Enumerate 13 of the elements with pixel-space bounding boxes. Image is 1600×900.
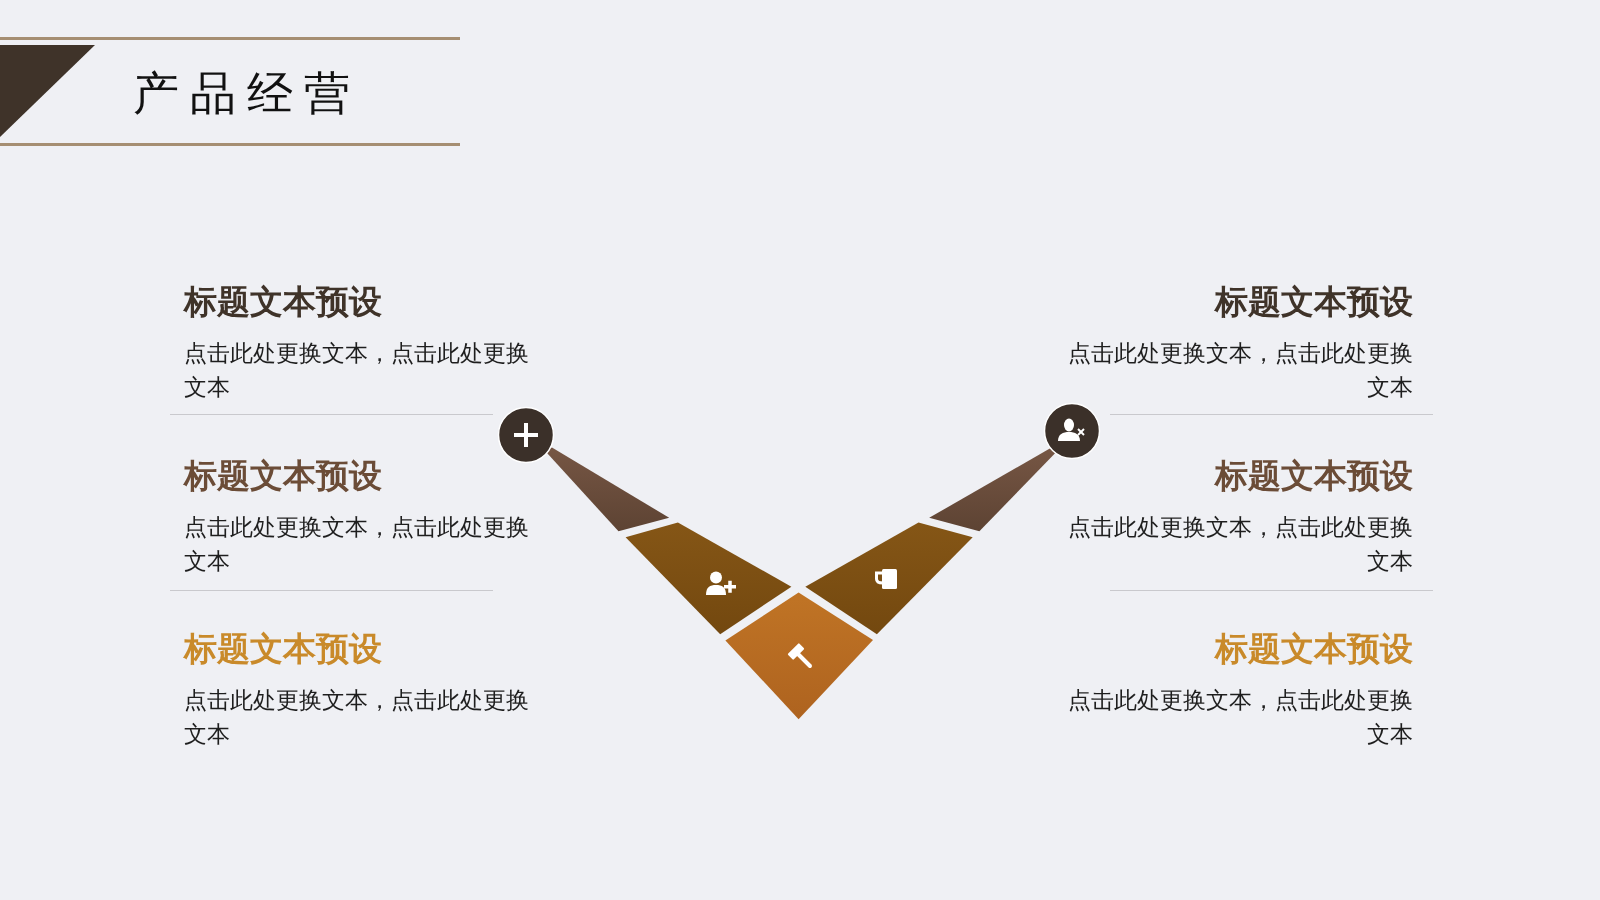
body-text: 点击此处更换文本，点击此处更换文本 <box>1067 339 1413 402</box>
body-text: 点击此处更换文本，点击此处更换文本 <box>184 339 530 402</box>
body-text: 点击此处更换文本，点击此处更换文本 <box>184 686 530 749</box>
heading: 标题文本预设 <box>184 282 382 322</box>
heading: 标题文本预设 <box>1215 456 1413 496</box>
heading: 标题文本预设 <box>184 629 382 669</box>
heading: 标题文本预设 <box>1215 282 1413 322</box>
body-text: 点击此处更换文本，点击此处更换文本 <box>1067 513 1413 576</box>
body-text: 点击此处更换文本，点击此处更换文本 <box>1067 686 1413 749</box>
heading: 标题文本预设 <box>1215 629 1413 669</box>
body-text: 点击此处更换文本，点击此处更换文本 <box>184 513 530 576</box>
heading: 标题文本预设 <box>184 456 382 496</box>
title: 产品经营 <box>133 65 361 122</box>
